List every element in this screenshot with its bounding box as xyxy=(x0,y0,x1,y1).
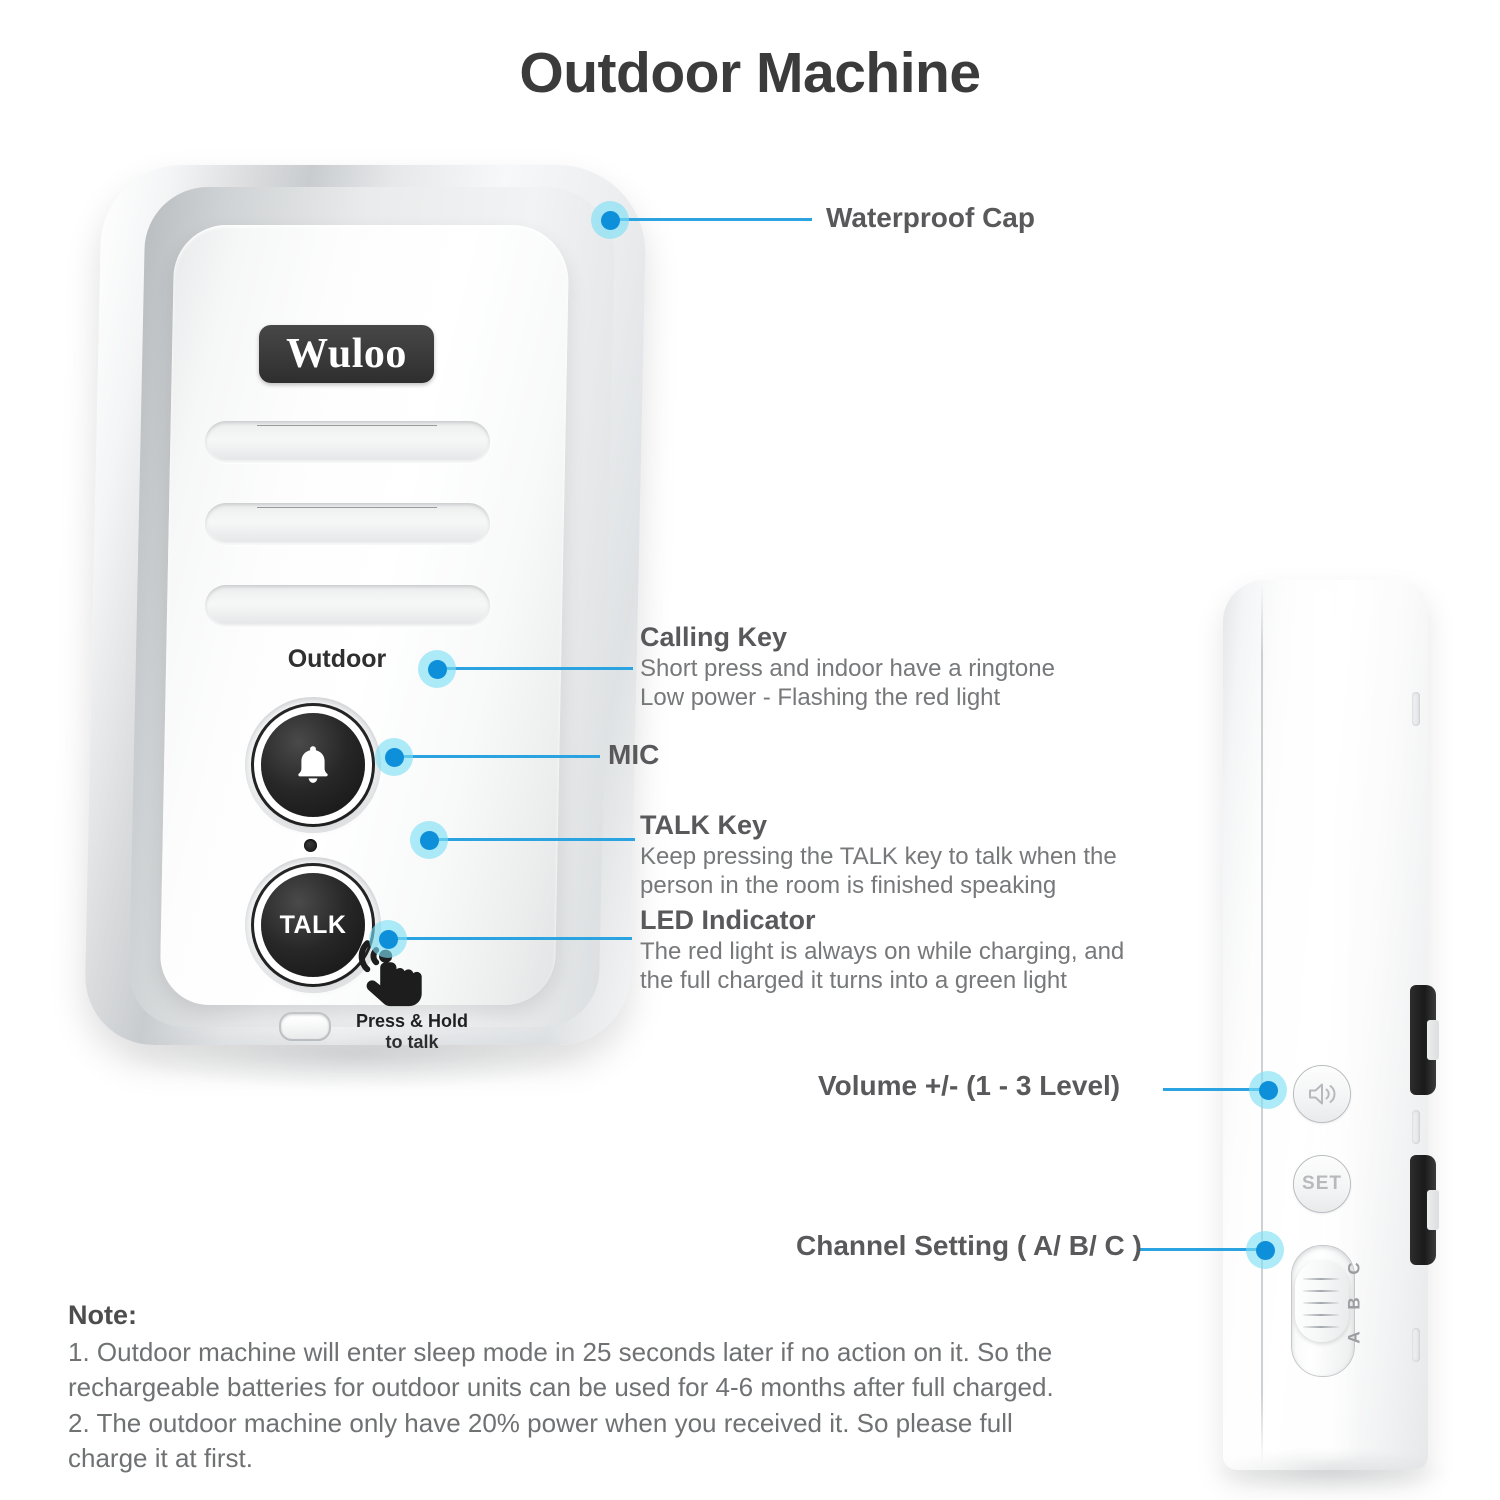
calling-key-edge-nub xyxy=(1427,1020,1439,1060)
channel-letter-c: C xyxy=(1344,1262,1364,1275)
calling-key-button[interactable] xyxy=(261,713,365,817)
callout-leader-led-indicator xyxy=(394,937,632,940)
callout-heading: MIC xyxy=(608,739,660,770)
talk-key-edge-nub xyxy=(1427,1190,1439,1230)
front-device-shadow xyxy=(120,1020,590,1090)
callout-dot-talk-key[interactable] xyxy=(410,821,448,859)
callout-heading: TALK Key xyxy=(640,810,768,840)
callout-led-indicator: LED Indicator The red light is always on… xyxy=(640,905,1124,995)
note-line: charge it at first. xyxy=(68,1443,253,1474)
volume-button[interactable] xyxy=(1293,1065,1351,1123)
callout-calling-key: Calling Key Short press and indoor have … xyxy=(640,622,1055,712)
callout-dot-led-indicator[interactable] xyxy=(369,920,407,958)
side-slit xyxy=(1412,1328,1420,1362)
note-line: rechargeable batteries for outdoor units… xyxy=(68,1372,1054,1403)
callout-leader-volume xyxy=(1163,1088,1263,1091)
callout-mic: MIC xyxy=(608,738,659,772)
speaker-icon xyxy=(1309,1083,1336,1105)
callout-volume: Volume +/- (1 - 3 Level) xyxy=(818,1069,1120,1103)
callout-dot-waterproof-cap[interactable] xyxy=(591,201,629,239)
channel-letter-a: A xyxy=(1344,1331,1364,1344)
callout-heading: Channel Setting ( A/ B/ C ) xyxy=(796,1230,1142,1261)
side-seam xyxy=(1261,584,1263,1464)
callout-heading: Calling Key xyxy=(640,622,788,652)
channel-slider-knob[interactable] xyxy=(1295,1260,1349,1342)
callout-heading: Waterproof Cap xyxy=(826,202,1035,233)
channel-letter-b: B xyxy=(1344,1296,1364,1310)
note-line: 1. Outdoor machine will enter sleep mode… xyxy=(68,1337,1053,1367)
channel-letter-labels: C B A xyxy=(1341,1260,1367,1346)
callout-dot-mic[interactable] xyxy=(375,738,413,776)
mic-hole-icon xyxy=(304,839,317,852)
callout-dot-volume[interactable] xyxy=(1249,1071,1287,1109)
callout-line: Keep pressing the TALK key to talk when … xyxy=(640,842,1117,870)
callout-heading: Volume +/- (1 - 3 Level) xyxy=(818,1070,1121,1101)
speaker-slot xyxy=(205,585,490,627)
callout-channel-setting: Channel Setting ( A/ B/ C ) xyxy=(796,1229,1142,1263)
callout-line: The red light is always on while chargin… xyxy=(640,937,1125,965)
set-button[interactable]: SET xyxy=(1293,1155,1351,1213)
brand-label: Wuloo xyxy=(286,331,407,377)
talk-key-button[interactable]: TALK xyxy=(261,873,365,977)
talk-key-label: TALK xyxy=(279,910,347,939)
bell-icon xyxy=(298,746,328,783)
speaker-slot xyxy=(205,421,490,463)
callout-line: Short press and indoor have a ringtone xyxy=(640,654,1055,682)
callout-line: Low power - Flashing the red light xyxy=(640,684,1001,712)
note-line: 2. The outdoor machine only have 20% pow… xyxy=(68,1407,1013,1438)
callout-leader-waterproof-cap xyxy=(616,218,812,221)
callout-waterproof-cap: Waterproof Cap xyxy=(826,201,1035,235)
callout-leader-talk-key xyxy=(435,838,635,841)
callout-talk-key: TALK Key Keep pressing the TALK key to t… xyxy=(640,810,1117,900)
callout-line: the full charged it turns into a green l… xyxy=(640,967,1067,995)
notes-title: Note: xyxy=(68,1300,137,1330)
callout-dot-channel-setting[interactable] xyxy=(1246,1231,1284,1269)
speaker-slot xyxy=(205,503,490,545)
callout-dot-calling-key[interactable] xyxy=(418,650,456,688)
set-button-label: SET xyxy=(1302,1173,1342,1194)
page-title: Outdoor Machine xyxy=(519,41,981,105)
brand-badge: Wuloo xyxy=(259,325,434,383)
side-slit xyxy=(1412,692,1420,726)
outdoor-machine-side-view: SET C B A xyxy=(1205,570,1500,1500)
callout-leader-channel-setting xyxy=(1140,1248,1260,1251)
side-slit xyxy=(1412,1110,1420,1144)
device-front-body: Wuloo Outdoor TALK xyxy=(159,225,570,1052)
notes-section: Note: 1. Outdoor machine will enter slee… xyxy=(68,1300,1098,1476)
callout-leader-mic xyxy=(400,755,600,758)
callout-leader-calling-key xyxy=(443,667,633,670)
callout-line: person in the room is finished speaking xyxy=(640,872,1057,900)
callout-heading: LED Indicator xyxy=(640,905,816,935)
side-device-shadow xyxy=(1215,1450,1445,1494)
